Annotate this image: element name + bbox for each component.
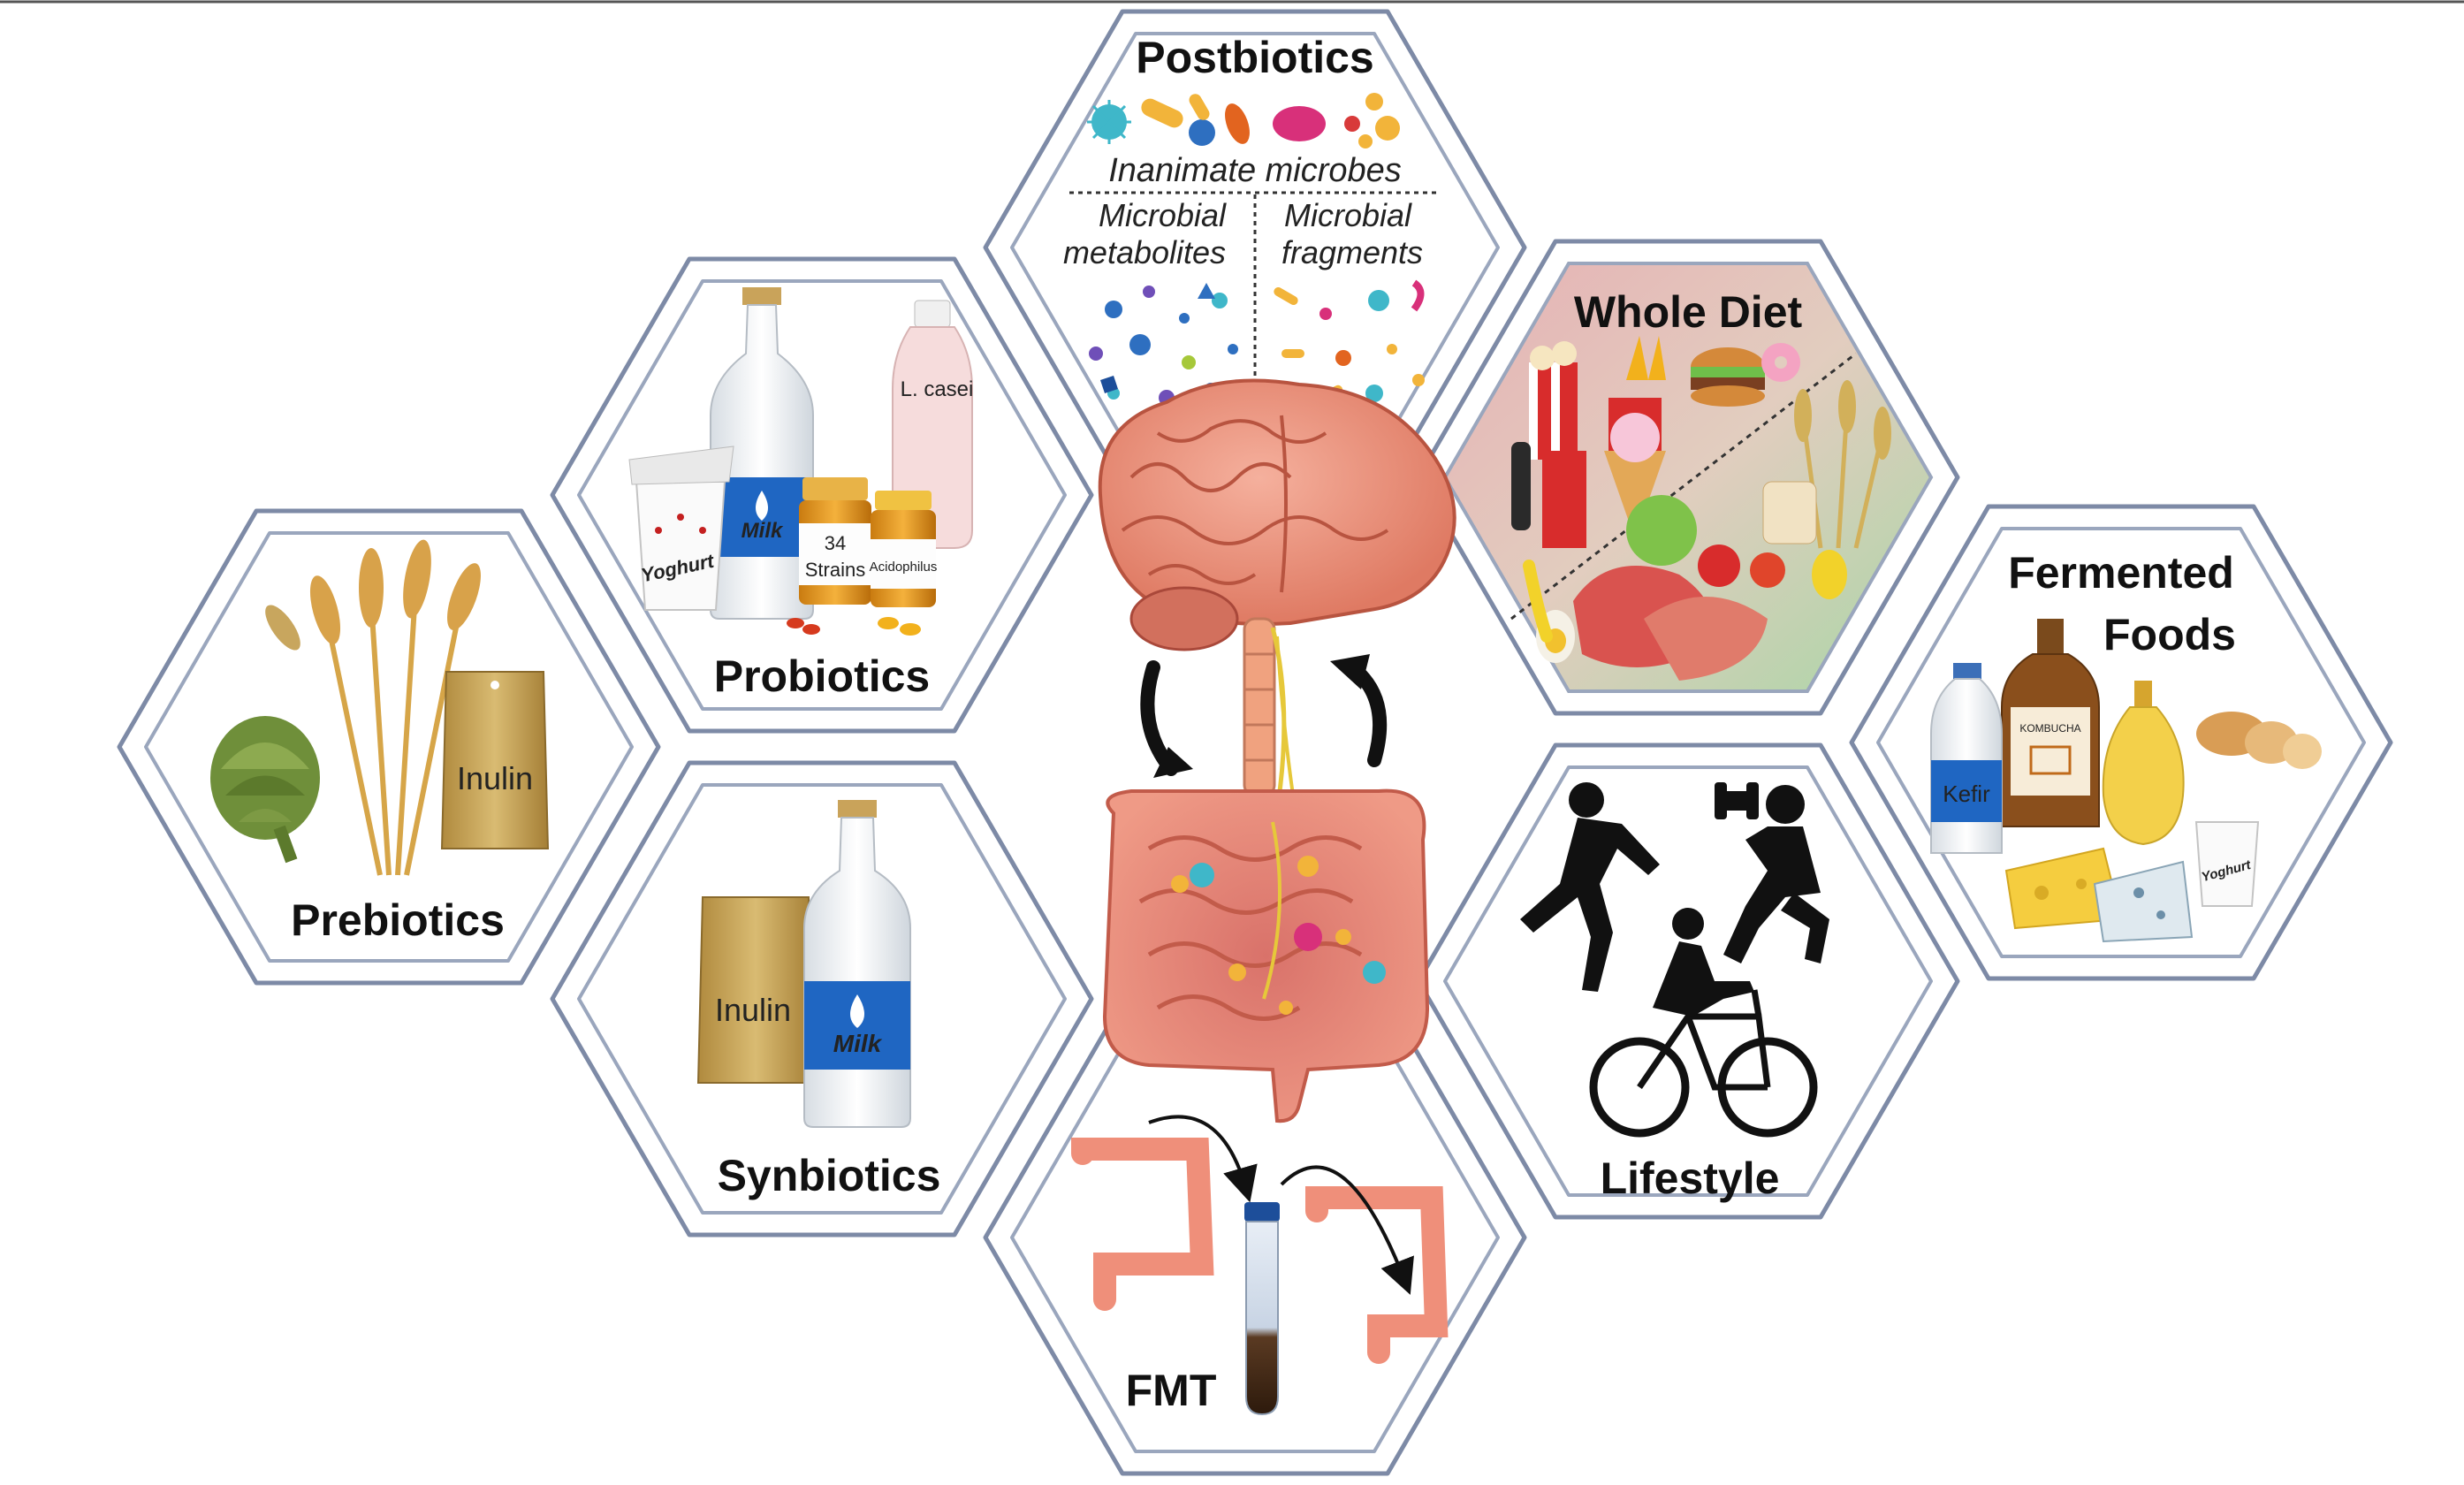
- whole-diet-title: Whole Diet: [1574, 287, 1803, 337]
- acidophilus-jar-icon: Acidophilus: [870, 491, 938, 607]
- intestine-icon: [1102, 788, 1430, 1123]
- synbiotics-title: Synbiotics: [718, 1151, 941, 1200]
- fmt-arrow-1: [1148, 1115, 1258, 1203]
- fermented-foods-panel: Fermented Foods KOMBUCHA Kefir Yoghurt: [1930, 548, 2322, 943]
- strains-jar-icon: 34 Strains: [799, 477, 871, 605]
- synbiotics-panel: Inulin Milk Synbiotics: [696, 800, 941, 1200]
- synbiotics-milk-bottle-icon: Milk: [803, 800, 911, 1128]
- fermented-yoghurt-icon: Yoghurt: [2194, 821, 2260, 907]
- milk-bottle-icon: Milk: [710, 287, 814, 620]
- jar2-label: Acidophilus: [870, 560, 938, 575]
- probiotics-title: Probiotics: [714, 651, 930, 701]
- recipient-colon-icon: [1305, 1186, 1449, 1364]
- arrow-head-down: [1153, 747, 1193, 778]
- donor-colon-icon: [1071, 1138, 1214, 1311]
- synbiotics-inulin-pouch-icon: Inulin: [696, 896, 815, 1084]
- runner-icon: [1520, 782, 1660, 992]
- fmt-arrow-2: [1280, 1165, 1414, 1295]
- metabolites-line1: Microbial: [1099, 197, 1227, 233]
- fmt-title: FMT: [1126, 1366, 1217, 1415]
- prebiotics-inulin-label: Inulin: [457, 760, 533, 796]
- whole-diet-panel: Whole Diet: [1510, 287, 1891, 681]
- wheat-icon: [324, 591, 462, 876]
- fermented-title-line2: Foods: [2103, 610, 2236, 659]
- test-tube-icon: [1244, 1202, 1280, 1416]
- cheese-icon: [2004, 847, 2194, 943]
- arrow-head-up: [1330, 654, 1370, 689]
- fmt-panel: FMT: [1071, 1115, 1449, 1416]
- kombucha-bottle-icon: KOMBUCHA: [2001, 619, 2100, 827]
- bacteria-icon: [1087, 93, 1400, 148]
- kombucha-label: KOMBUCHA: [2019, 722, 2080, 735]
- artichoke-icon: [210, 716, 320, 864]
- probiotics-milk-label: Milk: [741, 519, 784, 543]
- weightlifter-icon: [1715, 782, 1829, 963]
- prebiotics-title: Prebiotics: [291, 895, 505, 945]
- probiotics-panel: Milk L. casei Yoghurt 34 Strains: [628, 287, 974, 701]
- healthy-food-icon: [1523, 380, 1891, 681]
- synbiotics-inulin-label: Inulin: [715, 992, 791, 1028]
- fragments-line1: Microbial: [1284, 197, 1412, 233]
- yoghurt-cup-icon: Yoghurt: [628, 446, 734, 611]
- lcasei-label: L. casei: [901, 377, 974, 401]
- lifestyle-panel: Lifestyle: [1520, 782, 1829, 1203]
- oil-bottle-icon: [2102, 681, 2185, 846]
- kefir-bottle-icon: Kefir: [1930, 663, 2003, 854]
- postbiotics-subtitle: Inanimate microbes: [1108, 152, 1402, 189]
- brain-icon: [1098, 378, 1456, 1026]
- jar1-line2: Strains: [805, 559, 865, 581]
- kefir-label: Kefir: [1943, 781, 1990, 807]
- prebiotics-panel: Inulin Prebiotics: [210, 539, 550, 945]
- inulin-pouch-icon: Inulin: [440, 671, 550, 849]
- synbiotics-milk-label: Milk: [833, 1030, 883, 1057]
- jar1-line1: 34: [825, 532, 846, 554]
- cyclist-icon: [1589, 908, 1818, 1138]
- prebiotics-hexagon: [117, 508, 661, 986]
- postbiotics-title: Postbiotics: [1136, 33, 1373, 82]
- fragments-line2: fragments: [1281, 234, 1423, 270]
- lifestyle-title: Lifestyle: [1601, 1154, 1780, 1203]
- wheat-ears-icon: [265, 539, 481, 651]
- fermented-title-line1: Fermented: [2008, 548, 2234, 598]
- bread-icon: [2196, 712, 2322, 769]
- junk-food-icon: [1511, 336, 1800, 548]
- capsules-icon: [787, 617, 921, 636]
- metabolites-line2: metabolites: [1063, 234, 1226, 270]
